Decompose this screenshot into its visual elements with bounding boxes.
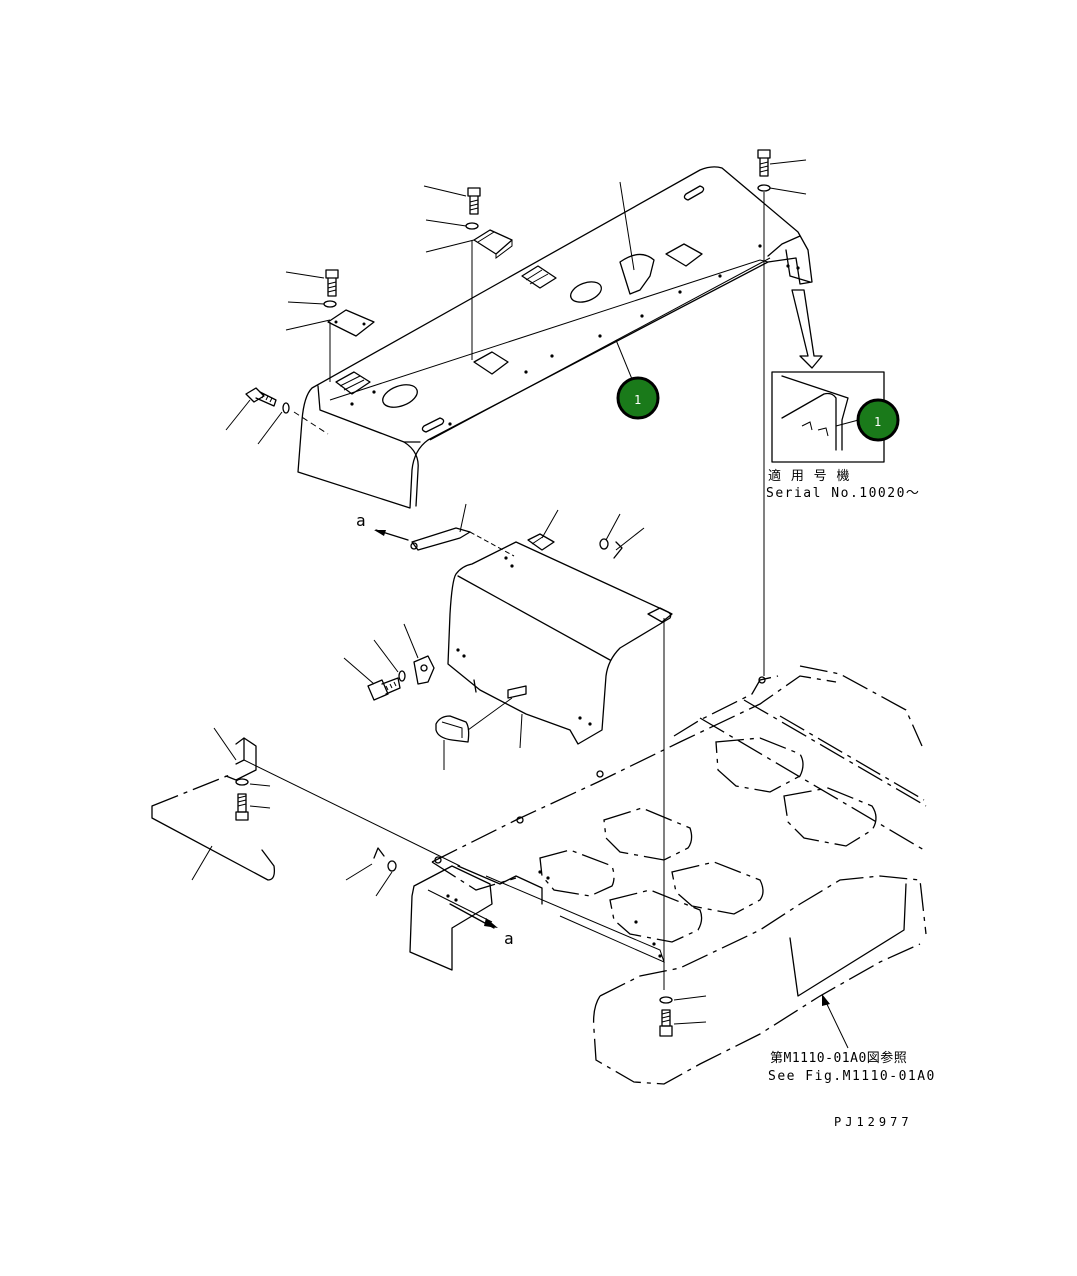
center-cover: [447, 541, 672, 745]
stay-rod: [410, 527, 515, 557]
bolt-top-right: [757, 149, 771, 246]
view-marker-a-lower: a: [504, 929, 514, 948]
left-panel: [151, 737, 461, 881]
bolt-top-left: [323, 269, 339, 308]
leader-lines-left: [191, 727, 393, 897]
drawing-id: PJ12977: [834, 1115, 913, 1129]
leader-lines-bottom: [673, 995, 849, 1049]
lock-pin-right: [599, 538, 623, 559]
callout-label: 1: [874, 415, 881, 429]
leader-lines-top: [225, 159, 807, 445]
bolt-top-center: [465, 187, 481, 230]
reference-label-jp: 第M1110-01A0図参照: [770, 1050, 907, 1066]
frame-reference: [431, 246, 927, 1085]
hinge-bracket-right: [647, 607, 673, 990]
reference-label-en: See Fig.M1110-01A0: [768, 1069, 936, 1084]
serial-label-en: Serial No.10020～: [766, 486, 920, 501]
callout-1-main[interactable]: 1: [616, 376, 660, 420]
cover-plate-center: [471, 229, 513, 360]
cover-bolt-holes: [350, 244, 800, 426]
callout-1-inset[interactable]: 1: [856, 398, 900, 442]
inset-detail: [771, 289, 885, 463]
callout-label: 1: [634, 393, 641, 407]
bolt-cover-side: [245, 387, 329, 435]
leader-lines-center: [343, 503, 645, 770]
top-cover: [297, 166, 813, 509]
hinge-bracket-top: [527, 533, 555, 551]
cover-plate-left: [327, 309, 375, 382]
grommet: [435, 697, 513, 743]
serial-label-jp: 適 用 号 機: [768, 468, 850, 484]
bolt-bottom: [659, 996, 673, 1037]
lock-pin-lower: [373, 847, 397, 872]
latch-assembly: [367, 655, 435, 701]
lower-side-cover: [409, 865, 543, 971]
view-marker-a-upper: a: [356, 511, 366, 530]
